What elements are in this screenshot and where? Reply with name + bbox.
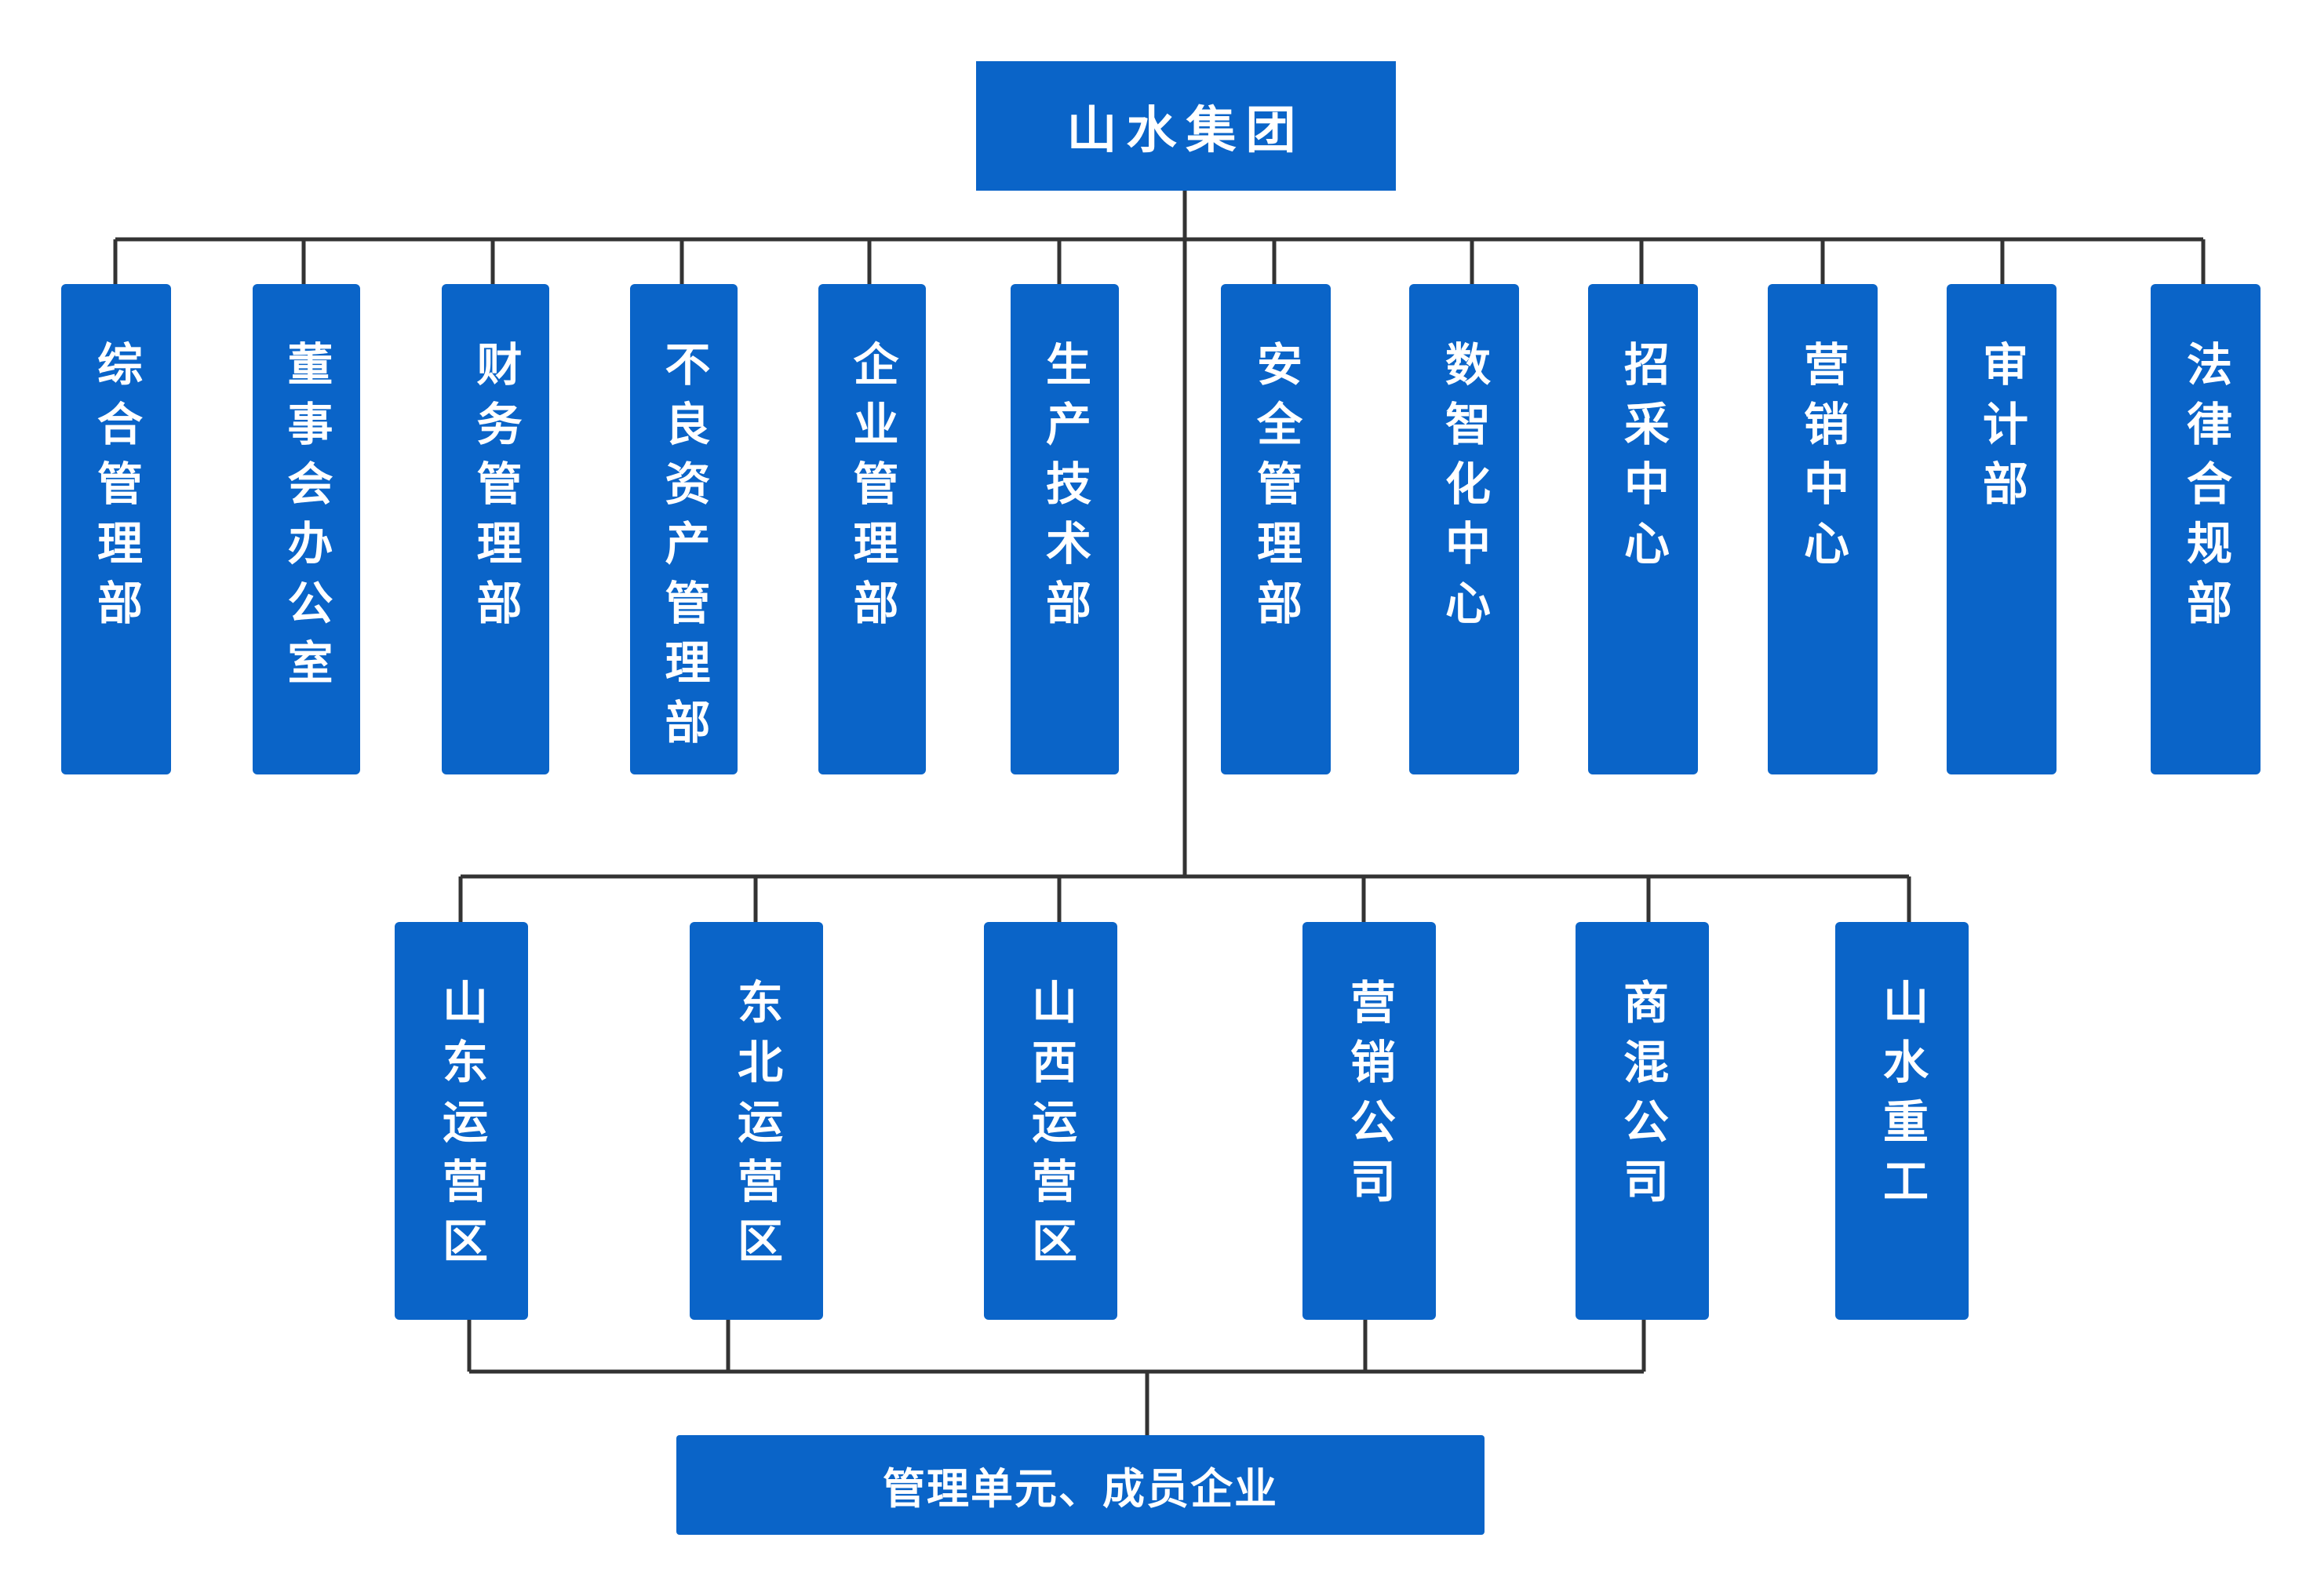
unit-label: 山西运营区 (1024, 978, 1077, 1277)
department-label: 数智化中心 (1437, 341, 1491, 639)
department-node: 法律合规部 (2151, 284, 2261, 774)
department-label: 财务管理部 (468, 341, 523, 639)
department-label: 法律合规部 (2179, 341, 2232, 639)
department-node: 审计部 (1947, 284, 2057, 774)
department-node: 财务管理部 (442, 284, 549, 774)
department-label: 生产技术部 (1038, 341, 1091, 639)
department-node: 营销中心 (1768, 284, 1878, 774)
department-label: 招采中心 (1616, 341, 1670, 579)
department-label: 安全管理部 (1249, 341, 1302, 639)
department-node: 综合管理部 (61, 284, 171, 774)
department-node: 生产技术部 (1011, 284, 1119, 774)
member-enterprises-node: 管理单元、成员企业 (676, 1435, 1485, 1535)
department-node: 不良资产管理部 (630, 284, 738, 774)
unit-label: 营销公司 (1342, 978, 1396, 1217)
department-label: 企业管理部 (845, 341, 899, 639)
department-node: 安全管理部 (1221, 284, 1331, 774)
unit-label: 东北运营区 (730, 978, 783, 1277)
department-label: 综合管理部 (89, 341, 143, 639)
department-node: 数智化中心 (1409, 284, 1519, 774)
department-label: 营销中心 (1796, 341, 1849, 579)
department-label: 不良资产管理部 (657, 341, 711, 758)
member-enterprises-label: 管理单元、成员企业 (883, 1464, 1278, 1514)
unit-node: 商混公司 (1576, 922, 1709, 1320)
org-root-label: 山水集团 (1066, 101, 1306, 160)
unit-label: 商混公司 (1616, 978, 1669, 1217)
department-node: 招采中心 (1588, 284, 1698, 774)
department-label: 审计部 (1975, 341, 2028, 519)
unit-node: 营销公司 (1302, 922, 1436, 1320)
unit-node: 山水重工 (1835, 922, 1969, 1320)
unit-node: 山西运营区 (984, 922, 1117, 1320)
org-root-node: 山水集团 (976, 61, 1396, 191)
unit-label: 山东运营区 (435, 978, 488, 1277)
department-node: 企业管理部 (818, 284, 926, 774)
unit-label: 山水重工 (1875, 978, 1929, 1217)
department-label: 董事会办公室 (279, 341, 333, 698)
unit-node: 东北运营区 (690, 922, 823, 1320)
department-node: 董事会办公室 (253, 284, 360, 774)
unit-node: 山东运营区 (395, 922, 528, 1320)
